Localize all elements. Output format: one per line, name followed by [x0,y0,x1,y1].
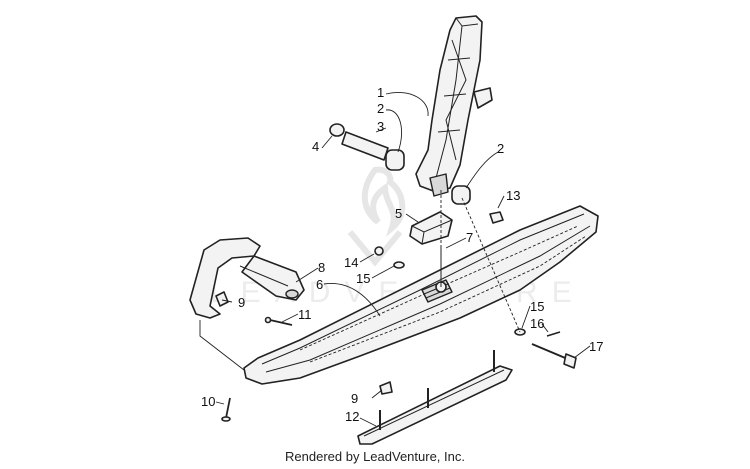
clip-9-lower [379,381,393,395]
leader-lines [199,92,591,427]
callout-13: 13 [506,188,520,203]
washer-15-left [393,261,405,269]
callout-5: 5 [395,206,402,221]
cap [329,123,345,137]
callout-3: 3 [377,119,384,134]
spindle [415,15,493,197]
callout-12: 12 [345,409,359,424]
bushing-lower [451,185,471,205]
callout-8: 8 [318,260,325,275]
pin-16 [546,331,561,337]
saddle-block [409,211,453,245]
callout-14: 14 [344,255,358,270]
nut-13 [489,211,504,224]
callout-2-lower: 2 [497,141,504,156]
callout-4: 4 [312,139,319,154]
callout-15-left: 15 [356,271,370,286]
screw-10 [221,397,231,422]
ski-loop [189,237,305,319]
nut-14 [374,246,384,256]
callout-7: 7 [466,230,473,245]
callouts: 1 2 3 4 2 13 5 7 14 8 15 6 9 11 15 16 17… [201,85,603,424]
callout-9-upper: 9 [238,295,245,310]
callout-9-lower: 9 [351,391,358,406]
callout-10: 10 [201,394,215,409]
callout-16: 16 [530,316,544,331]
callout-1: 1 [377,85,384,100]
bushing-upper [385,149,405,171]
clip-9-upper [215,291,229,307]
pin-11 [264,316,293,326]
callout-17: 17 [589,339,603,354]
spacer-sleeve [341,131,389,161]
callout-6: 6 [316,277,323,292]
bolt-17 [531,343,577,369]
callout-2-upper: 2 [377,101,384,116]
wear-bar [357,350,513,445]
footer-credit: Rendered by LeadVenture, Inc. [285,449,465,464]
callout-15-right: 15 [530,299,544,314]
callout-11: 11 [298,307,312,322]
